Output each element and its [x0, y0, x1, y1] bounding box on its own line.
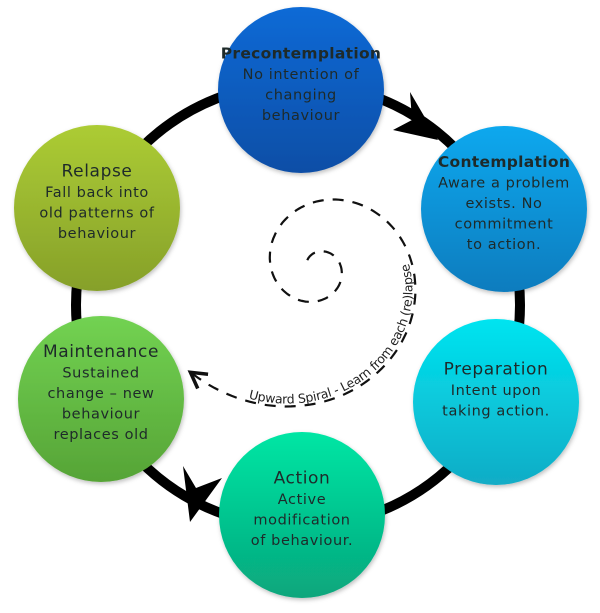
stage-description-line: replaces old: [53, 427, 148, 443]
stage-circle: [413, 319, 579, 485]
stage-description-line: of behaviour.: [251, 533, 354, 549]
stage-title: Precontemplation: [221, 44, 382, 62]
stage-title: Relapse: [62, 161, 133, 181]
upward-spiral: Upward Spiral - Learn from each (re)laps…: [187, 198, 417, 408]
stage-description-line: changing: [265, 87, 337, 103]
stage-title: Contemplation: [438, 153, 570, 171]
stage-title: Action: [274, 468, 331, 488]
stage-description-line: exists. No: [465, 196, 542, 212]
stage-circle: [218, 7, 384, 173]
stage-circle: [14, 125, 180, 291]
arrowhead-icon-clockwise: [393, 92, 438, 140]
stage-description-line: old patterns of: [39, 205, 154, 221]
stage-description-line: modification: [253, 512, 350, 528]
stage-description-line: behaviour: [62, 407, 140, 423]
stage-description-line: Aware a problem: [438, 176, 570, 192]
stage-description-line: Active: [278, 492, 326, 508]
stage-circle: [18, 316, 184, 482]
stage-circle: [219, 432, 385, 598]
stage-description-line: Fall back into: [45, 185, 149, 201]
stage-description-line: Sustained: [62, 366, 139, 382]
arrowhead-icon-lower-left: [183, 466, 222, 522]
stage-title: Preparation: [444, 360, 549, 380]
spiral-label: Upward Spiral - Learn from each (re)laps…: [248, 262, 416, 406]
stage-description-line: Intent upon: [451, 383, 542, 399]
stage-title: Maintenance: [43, 342, 159, 362]
spiral-dashed-line: [187, 198, 417, 408]
stage-description-line: change – new: [47, 386, 154, 402]
stage-description-line: commitment: [455, 217, 554, 233]
stage-precontemplation: Precontemplation No intention of changing b…: [218, 7, 384, 173]
stage-description-line: behaviour: [262, 108, 340, 124]
stage-description-line: to action.: [467, 237, 541, 253]
stage-description-line: No intention of: [243, 67, 360, 83]
stage-description-line: behaviour: [58, 226, 136, 242]
stage-circle: [421, 126, 587, 292]
stage-description-line: taking action.: [442, 404, 550, 420]
